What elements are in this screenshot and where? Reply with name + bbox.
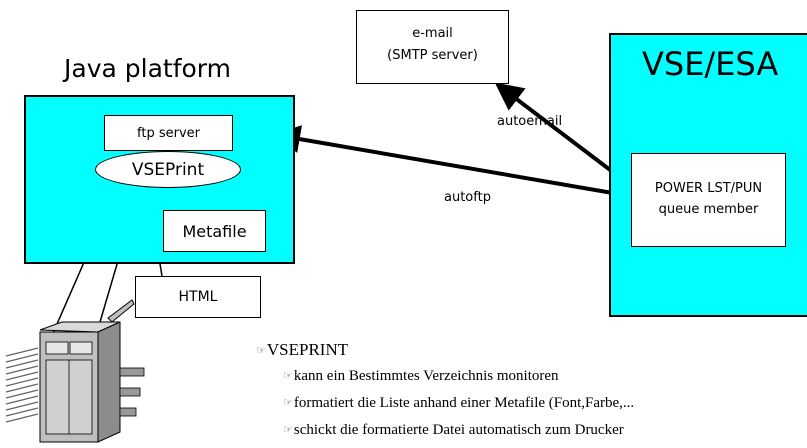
notes-item-3: ☞schickt die formatierte Datei automatis…: [283, 422, 624, 439]
vseprint-ellipse: VSEPrint: [95, 151, 241, 188]
power-lst-pun-label: POWER LST/PUN: [654, 181, 763, 196]
notes-heading-text: VSEPRINT: [266, 340, 349, 359]
email-smtp-box: e-mail (SMTP server): [356, 10, 509, 84]
power-queue-box: POWER LST/PUN queue member: [631, 153, 786, 247]
notes-heading: ☞VSEPRINT: [256, 340, 348, 360]
vse-esa-title: VSE/ESA: [642, 45, 779, 83]
pointing-hand-icon: ☞: [283, 424, 293, 436]
pointing-hand-icon: ☞: [256, 345, 266, 357]
autoemail-label: autoemail: [497, 114, 563, 129]
notes-item-text: kann ein Bestimmtes Verzeichnis monitore…: [293, 368, 559, 384]
java-platform-title: Java platform: [64, 54, 231, 83]
metafile-box: Metafile: [163, 210, 266, 252]
pointing-hand-icon: ☞: [283, 397, 293, 409]
notes-item-text: schickt die formatierte Datei automatisc…: [293, 422, 624, 438]
pointing-hand-icon: ☞: [283, 370, 293, 382]
notes-item-2: ☞formatiert die Liste anhand einer Metaf…: [283, 395, 634, 412]
autoftp-label: autoftp: [444, 190, 491, 205]
notes-item-1: ☞kann ein Bestimmtes Verzeichnis monitor…: [283, 368, 559, 385]
notes-item-text: formatiert die Liste anhand einer Metafi…: [293, 395, 635, 411]
autoftp-arrow: [272, 125, 631, 198]
smtp-server-label: (SMTP server): [387, 48, 478, 63]
ftp-server-box: ftp server: [104, 115, 233, 151]
email-label: e-mail: [412, 26, 453, 41]
autoemail-arrow: [494, 82, 632, 187]
queue-member-label: queue member: [658, 202, 759, 217]
html-box: HTML: [135, 276, 261, 318]
